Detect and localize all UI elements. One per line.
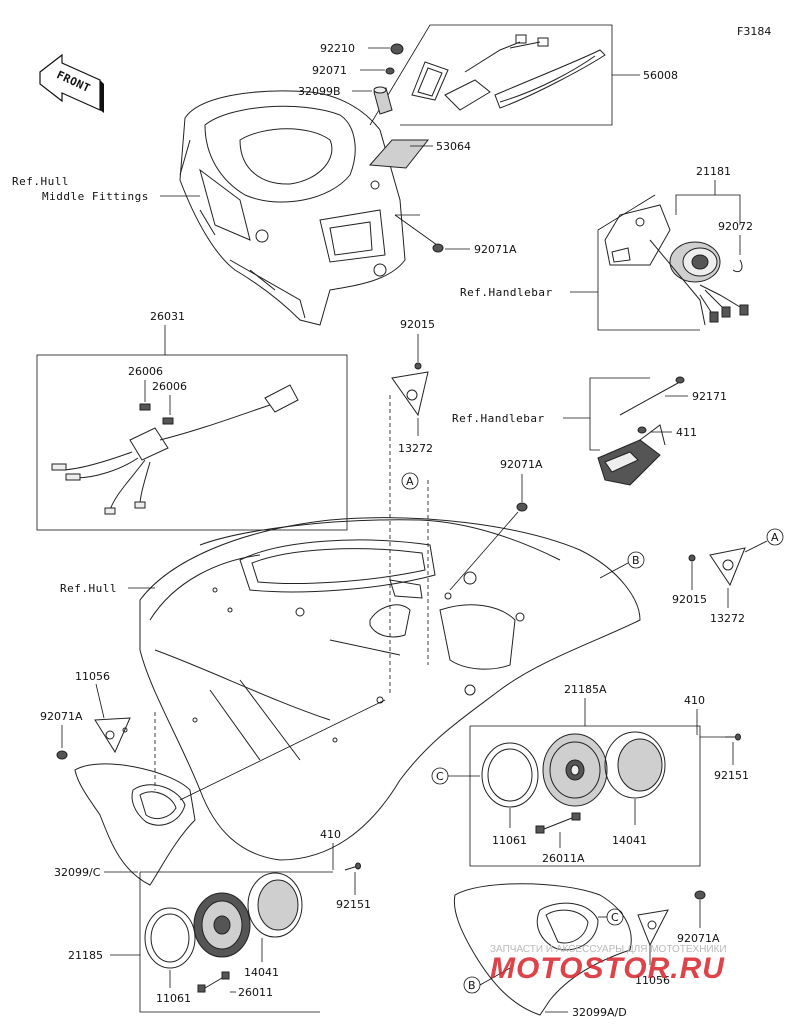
speaker-box-left <box>139 871 333 1013</box>
part-92071a-left: 92071A <box>40 710 83 723</box>
part-32099ad-cover <box>453 883 632 1016</box>
ref-handlebar-mid: Ref.Handlebar <box>452 412 545 425</box>
part-92210: 92210 <box>320 42 355 55</box>
part-410-bottom: 410 <box>320 828 341 841</box>
part-32099b: 32099B <box>298 85 341 98</box>
ref-hull: Ref.Hull <box>60 582 117 595</box>
part-11056-left-bracket <box>94 717 131 754</box>
kit-box-top <box>369 24 613 126</box>
part-11056-left: 11056 <box>75 670 110 683</box>
part-14041-right-grille <box>604 731 666 799</box>
part-92151-bottom: 92151 <box>336 898 371 911</box>
part-92071a-top-nut <box>432 243 444 253</box>
part-21181: 21181 <box>696 165 731 178</box>
callout-b-1 <box>627 551 645 569</box>
part-26006-a: 26006 <box>128 365 163 378</box>
part-92071-top: 92071 <box>312 64 347 77</box>
part-21185: 21185 <box>68 949 103 962</box>
part-92015-right: 92015 <box>672 593 707 606</box>
part-92071a-mid: 92071A <box>500 458 543 471</box>
upper-console-part <box>179 90 406 326</box>
svg-text:A: A <box>406 475 414 488</box>
part-92151-right-screw <box>725 733 741 741</box>
part-speaker-left <box>193 892 251 958</box>
svg-text:B: B <box>632 554 640 567</box>
part-26006-b: 26006 <box>152 380 187 393</box>
part-92015-top: 92015 <box>400 318 435 331</box>
part-92171-screw <box>619 376 685 416</box>
part-11061-bottom: 11061 <box>156 992 191 1005</box>
part-410-right: 410 <box>684 694 705 707</box>
part-92071a-top: 92071A <box>474 243 517 256</box>
part-56008-kit <box>411 34 606 111</box>
part-32099b-spacer <box>373 86 393 115</box>
ref-hull-middle-line1: Ref.Hull <box>12 175 69 188</box>
svg-text:A: A <box>771 531 779 544</box>
front-arrow-icon: FRONT <box>39 53 104 113</box>
part-32099ad: 32099A/D <box>572 1006 627 1019</box>
part-56008: 56008 <box>643 69 678 82</box>
part-92071a-mid-nut <box>516 502 528 512</box>
part-411: 411 <box>676 426 697 439</box>
callout-a-2 <box>766 528 784 546</box>
part-92071a-left-nut <box>56 750 68 760</box>
figure-code: F3184 <box>737 25 771 38</box>
ref-hull-middle-line2: Middle Fittings <box>42 190 149 203</box>
part-13272-right: 13272 <box>710 612 745 625</box>
watermark-line1: ЗАПЧАСТИ И АКСЕССУАРЫ ДЛЯ МОТОТЕХНИКИ <box>490 944 727 955</box>
part-11061-right: 11061 <box>492 834 527 847</box>
watermark-line2: MOTOSTOR.RU <box>490 952 725 985</box>
part-53064-pad <box>368 139 430 169</box>
svg-text:C: C <box>436 770 444 783</box>
part-32099c-cover <box>74 763 196 886</box>
part-92015-right-screw <box>688 554 696 562</box>
part-26011a-wire <box>535 812 581 834</box>
part-92151-bottom-screw <box>344 862 361 871</box>
part-13272-top: 13272 <box>398 442 433 455</box>
part-92171: 92171 <box>692 390 727 403</box>
main-hull-part <box>139 517 641 861</box>
part-26031: 26031 <box>150 310 185 323</box>
part-92015-top-screw <box>414 362 422 370</box>
svg-text:B: B <box>468 979 476 992</box>
part-92151-right: 92151 <box>714 769 749 782</box>
speaker-box-right <box>469 725 701 867</box>
part-21185a: 21185A <box>564 683 607 696</box>
part-21181-assembly <box>604 204 749 326</box>
part-26031-harness <box>51 384 299 515</box>
part-11061-bottom-gasket <box>144 907 196 969</box>
part-13272-top-bracket <box>391 371 429 417</box>
part-32099c: 32099/C <box>54 866 101 879</box>
part-13272-right-bracket <box>709 547 746 587</box>
part-14041-bottom-grille <box>247 872 303 938</box>
part-26011-wire <box>197 971 230 993</box>
svg-text:C: C <box>611 911 619 924</box>
part-92071a-bottomright: 92071A <box>677 932 720 945</box>
part-92072: 92072 <box>718 220 753 233</box>
ref-handlebar-top: Ref.Handlebar <box>460 286 553 299</box>
part-speaker-right <box>542 733 608 807</box>
part-92071-washer <box>385 67 395 75</box>
part-11056-right-bracket <box>637 909 669 947</box>
part-14041-bottom: 14041 <box>244 966 279 979</box>
part-11056-right: 11056 <box>635 974 670 987</box>
part-26011a: 26011A <box>542 852 585 865</box>
harness-box <box>36 354 348 531</box>
part-53064: 53064 <box>436 140 471 153</box>
part-411-washer <box>637 426 647 434</box>
part-92071a-bottomright-nut <box>694 890 706 900</box>
callout-a-1 <box>401 472 419 490</box>
part-92210-nut <box>390 43 404 55</box>
part-14041-right: 14041 <box>612 834 647 847</box>
handlebar-switch-part <box>597 424 666 486</box>
part-11061-right-gasket <box>481 742 539 808</box>
part-26011: 26011 <box>238 986 273 999</box>
